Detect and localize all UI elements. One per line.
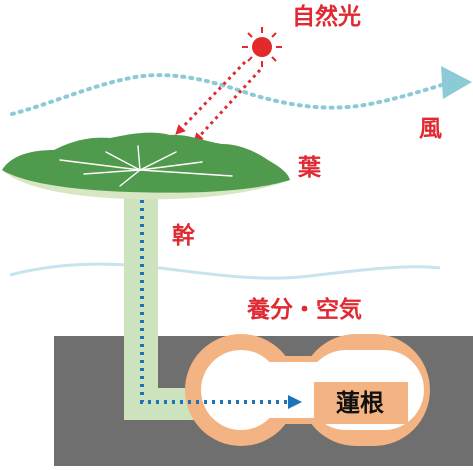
- sunlight-ray-1: [175, 60, 247, 135]
- label-rhizome: 蓮根: [336, 389, 384, 417]
- sun-icon: [242, 27, 282, 67]
- water-surface: [9, 262, 441, 280]
- rhizome-label-box: [314, 382, 408, 424]
- wind-arrowhead: [441, 66, 472, 99]
- sunlight-ray-2: [193, 68, 262, 143]
- lotus-leaf: [2, 132, 290, 200]
- label-sunlight: 自然光: [292, 4, 361, 30]
- label-wind: 風: [419, 116, 442, 142]
- label-nutrients-air: 養分・空気: [247, 297, 362, 323]
- label-stem: 幹: [172, 223, 195, 249]
- wind-flow: [10, 73, 447, 116]
- air-flow-arrow: [140, 200, 302, 409]
- label-leaf: 葉: [298, 155, 321, 181]
